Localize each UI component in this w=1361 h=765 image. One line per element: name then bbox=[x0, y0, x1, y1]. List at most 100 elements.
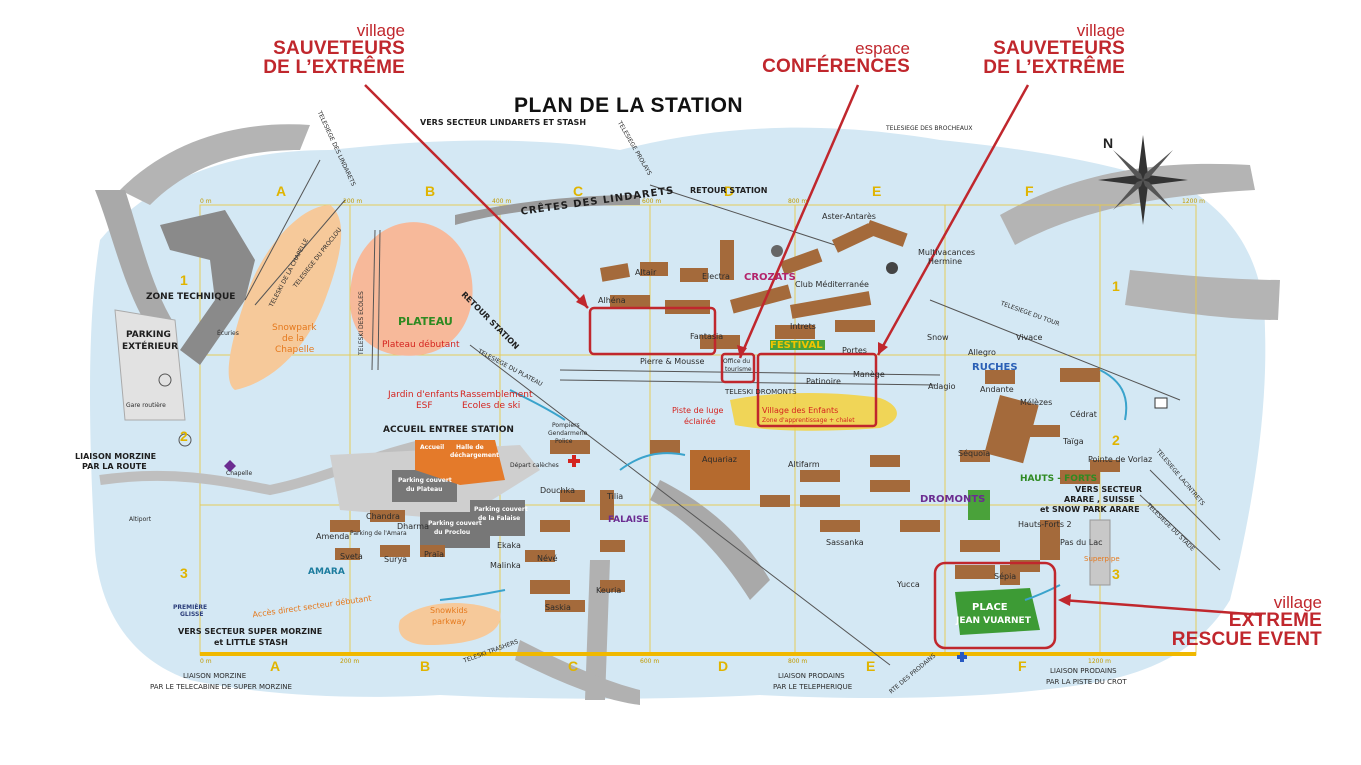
label-snow: Snow bbox=[927, 333, 949, 342]
label-amara: AMARA bbox=[308, 567, 345, 577]
label-patinoire: Patinoire bbox=[806, 377, 841, 386]
label-gare-routiere: Gare routière bbox=[126, 402, 166, 409]
callout-big-1: SAUVETEURS bbox=[273, 38, 405, 59]
label-ekaka: Ekaka bbox=[497, 541, 521, 550]
label-parking-proclou-2: du Proclou bbox=[434, 529, 471, 536]
label-pompiers-2: Gendarmerie bbox=[548, 430, 588, 437]
callout-big-1: SAUVETEURS bbox=[993, 38, 1125, 59]
label-parking-plateau-2: du Plateau bbox=[406, 486, 443, 493]
label-liaison-morzine-2: PAR LA ROUTE bbox=[82, 462, 147, 471]
highlight-boxes bbox=[588, 306, 1057, 650]
label-accueil-small: Accueil bbox=[420, 444, 445, 451]
label-pompiers-3: Police bbox=[555, 438, 573, 445]
label-telesiege-brocheaux: TELESIEGE DES BROCHEAUX bbox=[886, 125, 973, 132]
label-zone-technique: ZONE TECHNIQUE bbox=[146, 292, 236, 302]
label-parking-falaise-1: Parking couvert bbox=[474, 506, 528, 513]
callout-big-1: CONFÉRENCES bbox=[762, 56, 910, 77]
scale-1200: 1200 m bbox=[1182, 198, 1206, 205]
zone-technique-building bbox=[160, 210, 255, 365]
label-melezes: Mélèzes bbox=[1020, 398, 1053, 407]
grid-col-f-bottom: F bbox=[1018, 658, 1027, 674]
label-sassanka: Sassanka bbox=[826, 538, 864, 547]
label-sveta: Sveta bbox=[340, 552, 363, 561]
callout-small: village bbox=[1273, 593, 1322, 612]
grid-col-b: B bbox=[425, 183, 436, 199]
label-place-2: JEAN VUARNET bbox=[956, 616, 1031, 626]
gondola-icon bbox=[771, 245, 783, 257]
label-snowpark-1: Snowpark bbox=[272, 323, 317, 333]
grid-point-1 bbox=[178, 433, 192, 447]
village-enfants-zone bbox=[730, 393, 897, 431]
label-plateau: PLATEAU bbox=[398, 315, 453, 328]
rock-band-top-left bbox=[120, 124, 310, 205]
grid-col-d-bottom: D bbox=[718, 658, 729, 674]
label-snowpark-3: Chapelle bbox=[275, 345, 315, 355]
label-parking-amara: Parking de l'Amara bbox=[350, 530, 407, 537]
scale-600: 600 m bbox=[642, 198, 662, 205]
scale-800-bottom: 800 m bbox=[788, 658, 808, 665]
chalets bbox=[330, 219, 1120, 612]
callout-big-2: DE L’EXTRÊME bbox=[983, 57, 1125, 78]
grid-col-c-bottom: C bbox=[568, 658, 579, 674]
festival-roof bbox=[770, 340, 825, 350]
label-liaison-morzine-1: LIAISON MORZINE bbox=[75, 452, 157, 461]
label-sepia: Sépia bbox=[994, 572, 1017, 581]
label-accueil: ACCUEIL ENTREE STATION bbox=[383, 425, 514, 435]
medical-cross-icon-h bbox=[957, 655, 967, 659]
place-jean-vuarnet bbox=[955, 588, 1040, 635]
label-fantasia: Fantasia bbox=[690, 332, 724, 341]
scale-bar bbox=[200, 652, 1196, 656]
label-office-1: Office du bbox=[723, 358, 751, 365]
hospital-cross-icon-h bbox=[568, 459, 580, 463]
label-rassemblement-2: Ecoles de ski bbox=[462, 401, 521, 411]
snowpark-chapelle-zone bbox=[228, 205, 342, 390]
label-yucca: Yucca bbox=[897, 580, 920, 589]
label-amenda: Amenda bbox=[316, 532, 350, 541]
label-electra: Electra bbox=[702, 272, 730, 281]
callout-sauveteurs-right: village SAUVETEURS DE L’EXTRÊME bbox=[950, 22, 1125, 77]
accueil-building bbox=[415, 440, 505, 485]
label-dromonts: DROMONTS bbox=[920, 494, 986, 505]
map-title: PLAN DE LA STATION bbox=[514, 94, 744, 117]
label-liaison-prodains-crot-2: PAR LA PISTE DU CROT bbox=[1046, 678, 1127, 686]
grid-col-e-bottom: E bbox=[866, 658, 876, 674]
label-vivace: Vivace bbox=[1016, 333, 1043, 342]
label-halle-1: Halle de bbox=[456, 444, 484, 451]
rock-band-bottom-2 bbox=[515, 640, 640, 705]
label-liaison-telecabine-1: LIAISON MORZINE bbox=[183, 672, 247, 680]
rock-band-center bbox=[650, 480, 770, 600]
label-pointe-vorlaz: Pointe de Vorlaz bbox=[1088, 455, 1153, 464]
label-multivacances-1: Multivacances bbox=[918, 248, 976, 257]
callout-extreme-rescue: village EXTREME RESCUE EVENT bbox=[1170, 594, 1322, 649]
grid-row-3-right: 3 bbox=[1112, 566, 1120, 582]
label-parking-plateau-1: Parking couvert bbox=[398, 477, 452, 484]
lift-station-icon bbox=[1154, 397, 1168, 409]
grid-col-a: A bbox=[276, 183, 287, 199]
label-andante: Andante bbox=[980, 385, 1014, 394]
label-dharma: Dharma bbox=[397, 522, 429, 531]
grid-row-3: 3 bbox=[180, 565, 188, 581]
label-liaison-prodains-crot-1: LIAISON PRODAINS bbox=[1050, 667, 1117, 675]
scale-200-bottom: 200 m bbox=[340, 658, 360, 665]
callout-big-1: EXTREME bbox=[1228, 610, 1322, 631]
callout-conferences: espace CONFÉRENCES bbox=[740, 40, 910, 76]
label-teleski-ecoles: TELESKI DES ECOLES bbox=[358, 291, 365, 355]
label-sequoia: Séquoïa bbox=[958, 449, 991, 458]
label-pas-du-lac: Pas du Lac bbox=[1060, 538, 1103, 547]
label-aquariaz: Aquariaz bbox=[702, 455, 737, 464]
grid-row-2: 2 bbox=[180, 428, 188, 444]
label-manege: Manège bbox=[853, 370, 885, 379]
label-praia: Praïa bbox=[424, 550, 444, 559]
grid-col-f: F bbox=[1025, 183, 1034, 199]
label-plateau-debutant: Plateau débutant bbox=[382, 340, 460, 350]
label-alhena: Alhéna bbox=[598, 296, 626, 305]
label-liaison-prodains-tele-1: LIAISON PRODAINS bbox=[778, 672, 845, 680]
label-vers-arare-3: et SNOW PARK ARARE bbox=[1040, 505, 1140, 514]
label-rassemblement-1: Rassemblement bbox=[460, 390, 533, 400]
label-intrets: Intrets bbox=[790, 322, 816, 331]
label-hauts-forts-2: Hauts-Forts 2 bbox=[1018, 520, 1072, 529]
superpipe-zone bbox=[1089, 519, 1111, 586]
label-hauts-forts: HAUTS - FORTS bbox=[1020, 474, 1098, 484]
label-douchka: Douchka bbox=[540, 486, 575, 495]
label-tilia: Tilia bbox=[607, 492, 624, 501]
